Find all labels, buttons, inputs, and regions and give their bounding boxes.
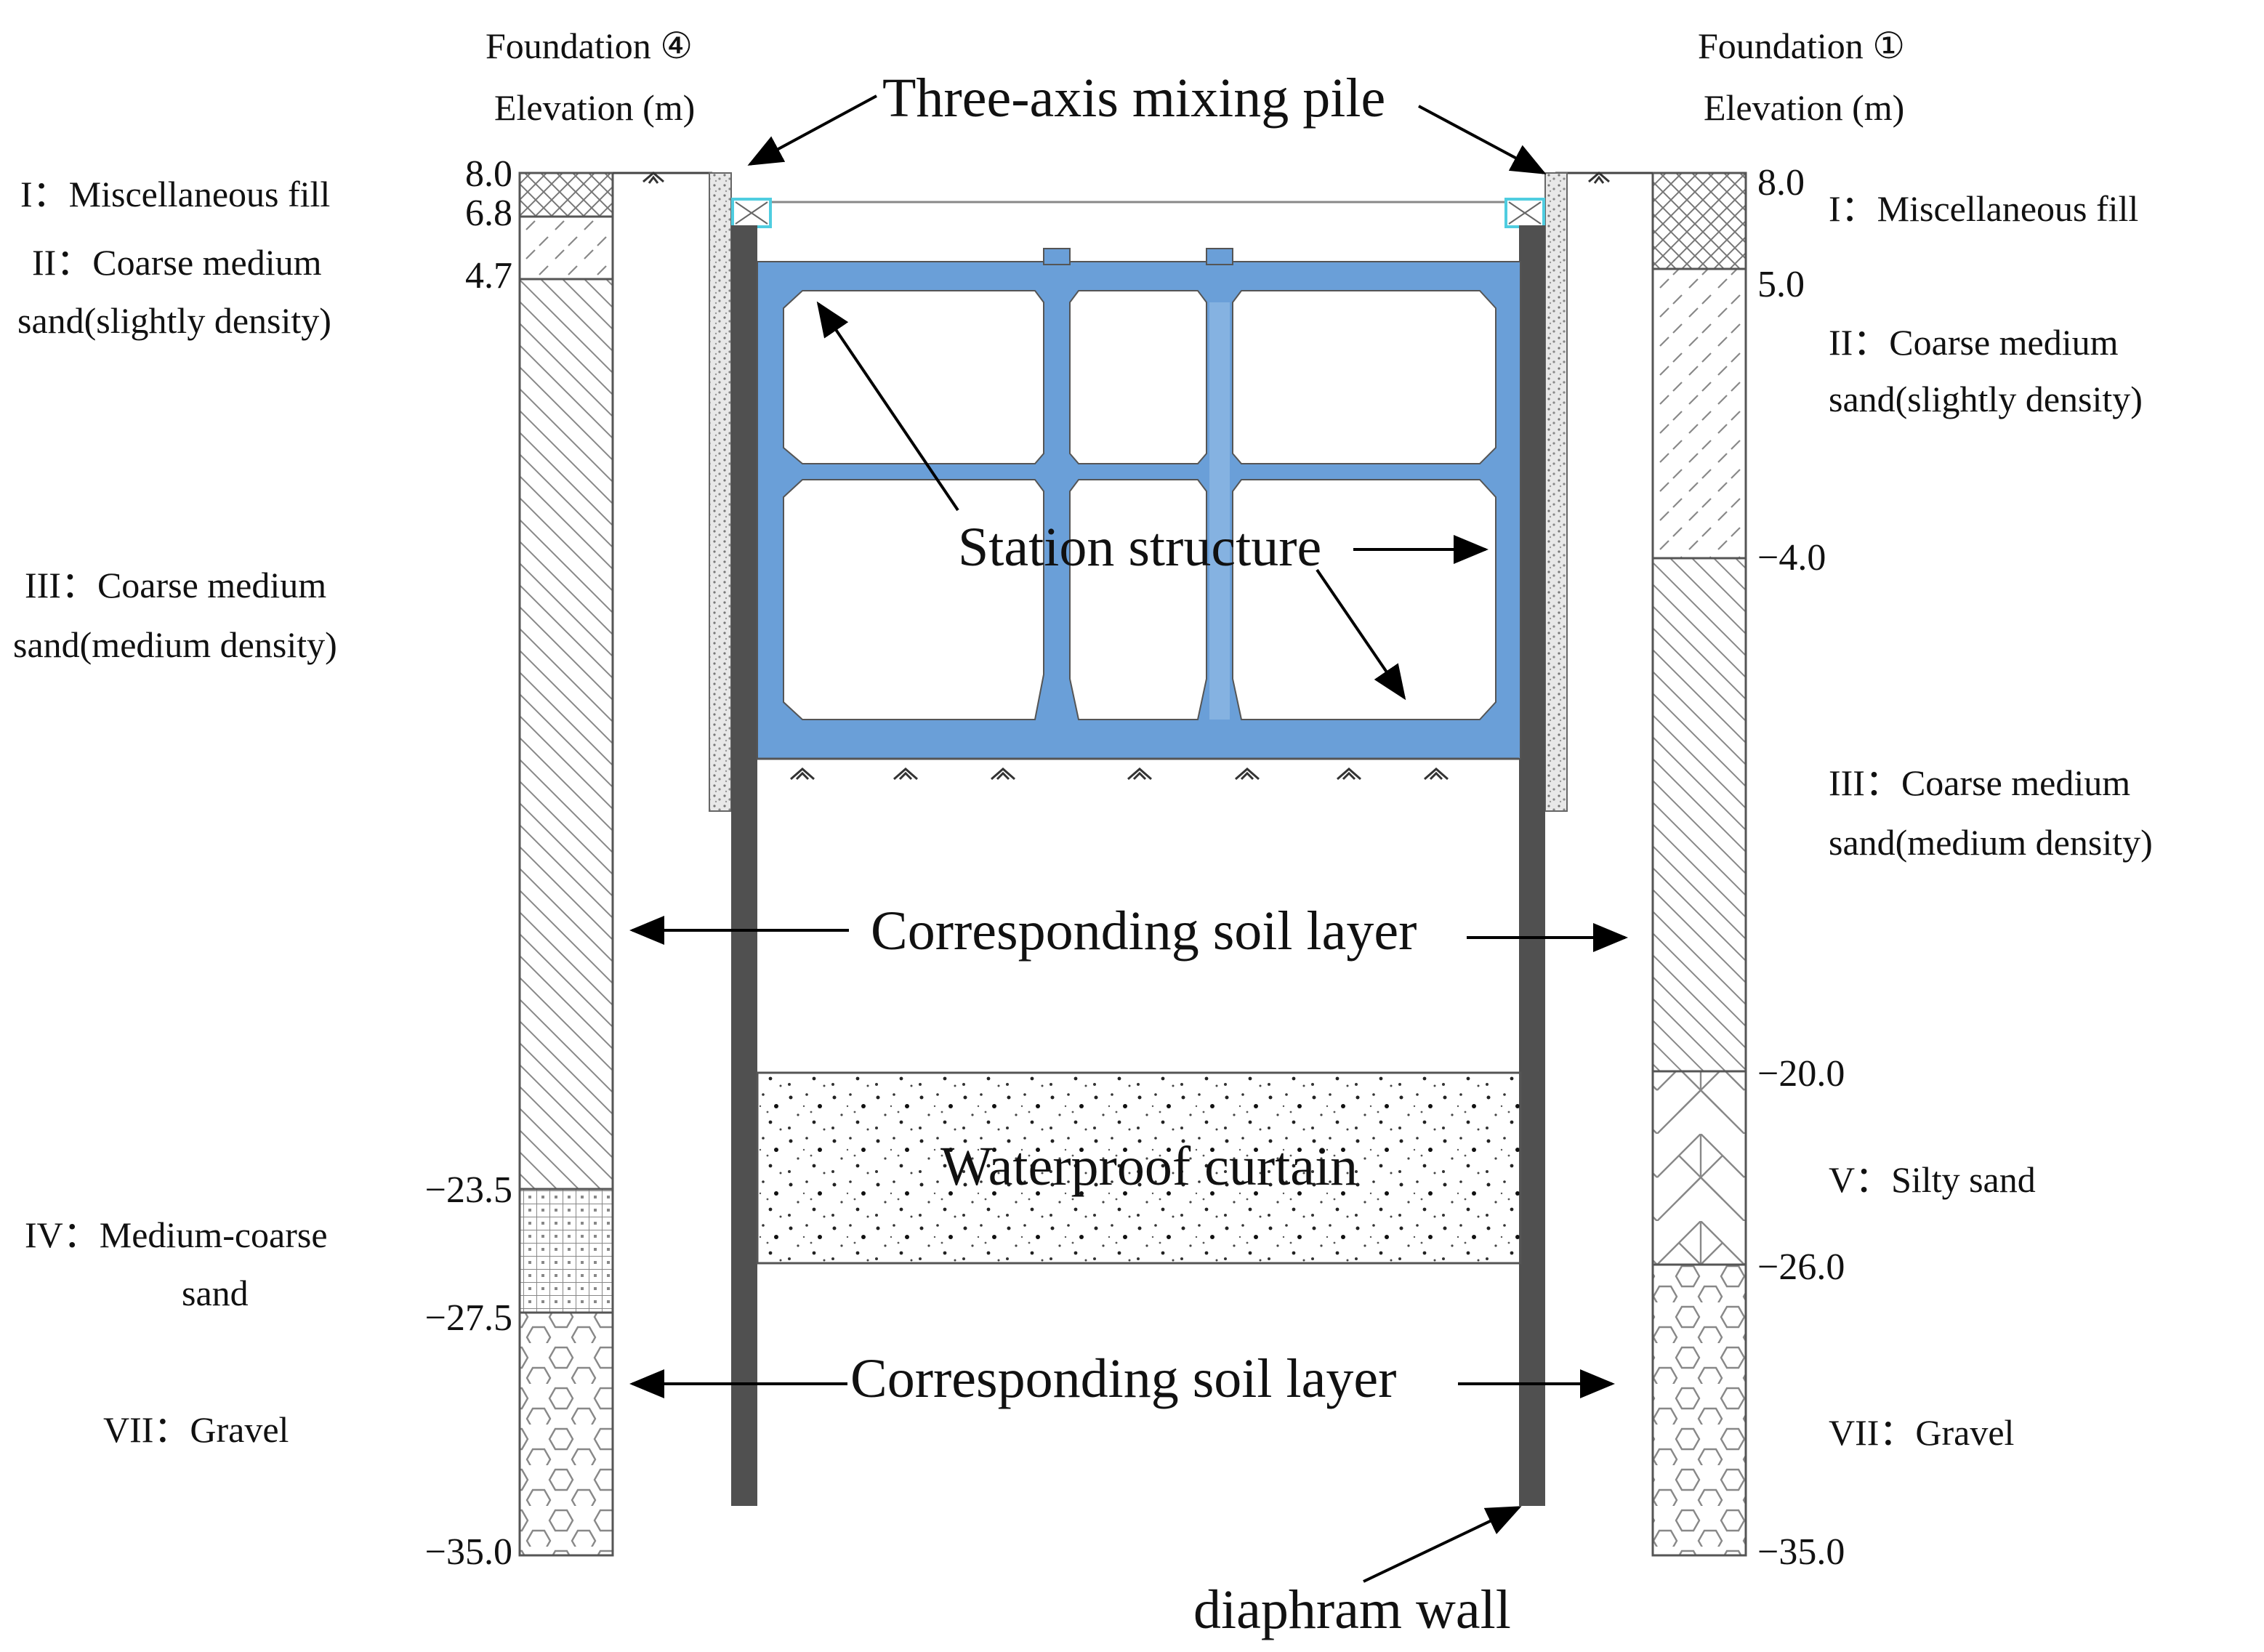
waterproof-curtain-label: Waterproof curtain (940, 1136, 1358, 1197)
station-structure-label: Station structure (958, 517, 1321, 578)
waterproof-curtain (756, 1071, 1522, 1265)
callout-arrows (629, 94, 1628, 1583)
soil-layer-label-lower: Corresponding soil layer (850, 1348, 1396, 1409)
mixing-pile-label: Three-axis mixing pile (882, 68, 1385, 129)
left-elev-0: 8.0 (465, 153, 512, 195)
right-layer-3-label-cont: sand(medium density) (1829, 822, 2153, 863)
left-elev-4: −27.5 (425, 1297, 512, 1339)
left-layer-4-label-cont: sand (182, 1273, 249, 1313)
left-layer-1-label: I：Miscellaneous fill (20, 174, 330, 214)
left-layer-3-label: III：Coarse medium (25, 565, 326, 605)
left-layer-2-label-cont: sand(slightly density) (17, 300, 331, 341)
ground-symbol-icon (1588, 172, 1610, 184)
right-elev-0: 8.0 (1757, 162, 1805, 204)
right-crown-beam (1504, 198, 1545, 228)
right-elevation-labels: 8.0 5.0 −4.0 −20.0 −26.0 −35.0 (1757, 162, 1845, 1573)
right-layer-1-label: I：Miscellaneous fill (1829, 188, 2138, 229)
left-diaphragm-wall (731, 225, 757, 1506)
right-layer-2-label-cont: sand(slightly density) (1829, 379, 2143, 419)
right-mixing-pile (1544, 172, 1568, 812)
left-elev-1: 6.8 (465, 193, 512, 234)
left-header-subtitle: Elevation (m) (494, 87, 695, 128)
right-elev-4: −26.0 (1757, 1246, 1845, 1288)
left-layer-4-label: IV：Medium-coarse (25, 1214, 328, 1255)
ground-symbol-icon (642, 172, 664, 184)
left-header-title: Foundation ④ (486, 25, 693, 66)
left-layer-7-label: VII：Gravel (103, 1409, 289, 1450)
right-borehole-column (1651, 172, 1747, 1557)
diaphragm-wall-label: diaphram wall (1193, 1579, 1511, 1640)
left-layer-labels: I：Miscellaneous fill II：Coarse medium sa… (13, 174, 337, 1450)
left-borehole-column (518, 172, 614, 1557)
left-layer-3-label-cont: sand(medium density) (13, 624, 337, 665)
left-crown-beam (731, 198, 772, 228)
right-elev-5: −35.0 (1757, 1531, 1845, 1573)
right-header-title: Foundation ① (1698, 25, 1905, 66)
right-elev-1: 5.0 (1757, 264, 1805, 305)
left-elev-3: −23.5 (425, 1169, 512, 1211)
right-layer-2-label: II：Coarse medium (1829, 322, 2119, 363)
right-layer-labels: I：Miscellaneous fill II：Coarse medium sa… (1829, 188, 2153, 1453)
left-layer-2-label: II：Coarse medium (32, 242, 322, 283)
left-mixing-pile (709, 172, 732, 812)
right-header-subtitle: Elevation (m) (1704, 87, 1904, 128)
right-layer-7-label: VII：Gravel (1829, 1412, 2014, 1453)
station-structure (757, 248, 1521, 760)
ground-surface (613, 172, 1653, 204)
left-elevation-labels: 8.0 6.8 4.7 −23.5 −27.5 −35.0 (425, 153, 512, 1573)
left-elev-2: 4.7 (465, 255, 512, 297)
foundation-symbols (790, 767, 1449, 781)
right-layer-5-label: V：Silty sand (1829, 1159, 2036, 1200)
right-elev-2: −4.0 (1757, 537, 1826, 579)
soil-layer-label-upper: Corresponding soil layer (871, 900, 1417, 962)
right-elev-3: −20.0 (1757, 1053, 1845, 1095)
left-elev-5: −35.0 (425, 1531, 512, 1573)
right-layer-3-label: III：Coarse medium (1829, 762, 2130, 803)
right-diaphragm-wall (1519, 225, 1545, 1506)
